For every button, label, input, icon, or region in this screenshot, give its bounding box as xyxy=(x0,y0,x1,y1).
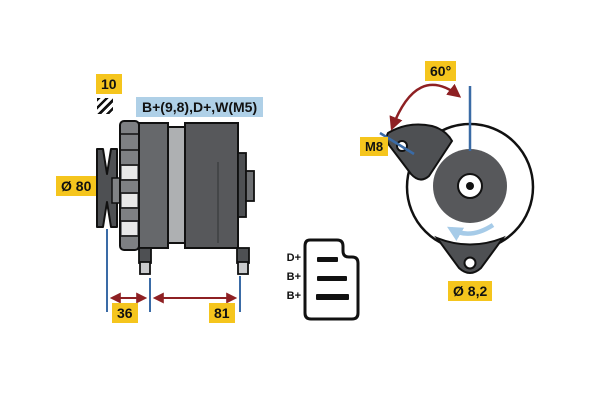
mounting-feet xyxy=(138,247,250,275)
hatched-square-icon xyxy=(97,98,113,114)
counterclockwise-rotation-arrow-icon xyxy=(447,223,495,241)
connector-pinout xyxy=(303,238,360,321)
dimension-lines xyxy=(106,229,241,312)
terminal-stud xyxy=(245,170,255,202)
dimension-36-label: 36 xyxy=(112,303,138,323)
angle-arc-60 xyxy=(389,83,462,131)
pin-bplus-1 xyxy=(317,276,347,281)
shaft-center-dot xyxy=(466,182,474,190)
stator-band xyxy=(167,126,186,244)
fan xyxy=(119,120,140,251)
ear-hole-lower xyxy=(463,256,477,270)
connector-pin-label-dplus: D+ xyxy=(286,252,301,264)
mounting-ear-lower xyxy=(434,235,506,274)
rear-housing xyxy=(184,122,239,249)
pin-bplus-2 xyxy=(316,294,349,300)
terminal-plate xyxy=(237,152,247,218)
pulley-diameter-label: Ø 80 xyxy=(56,176,97,196)
hole-diameter-label: Ø 8,2 xyxy=(448,281,493,301)
alternator-rear-view xyxy=(379,83,535,274)
angle-label: 60° xyxy=(425,61,457,81)
pulley xyxy=(96,148,118,228)
connector-pin-label-bplus-2: B+ xyxy=(286,290,301,302)
terminal-designation-label: B+(9,8),D+,W(M5) xyxy=(136,97,264,117)
ear-axis-line xyxy=(379,131,415,156)
front-housing xyxy=(138,122,169,249)
groove-width-label: 10 xyxy=(96,74,122,94)
dimension-81-label: 81 xyxy=(209,303,235,323)
pin-dplus xyxy=(317,257,338,262)
alternator-side-view xyxy=(96,120,255,275)
connector-pin-label-bplus-1: B+ xyxy=(286,271,301,283)
thread-size-label: M8 xyxy=(360,137,389,156)
